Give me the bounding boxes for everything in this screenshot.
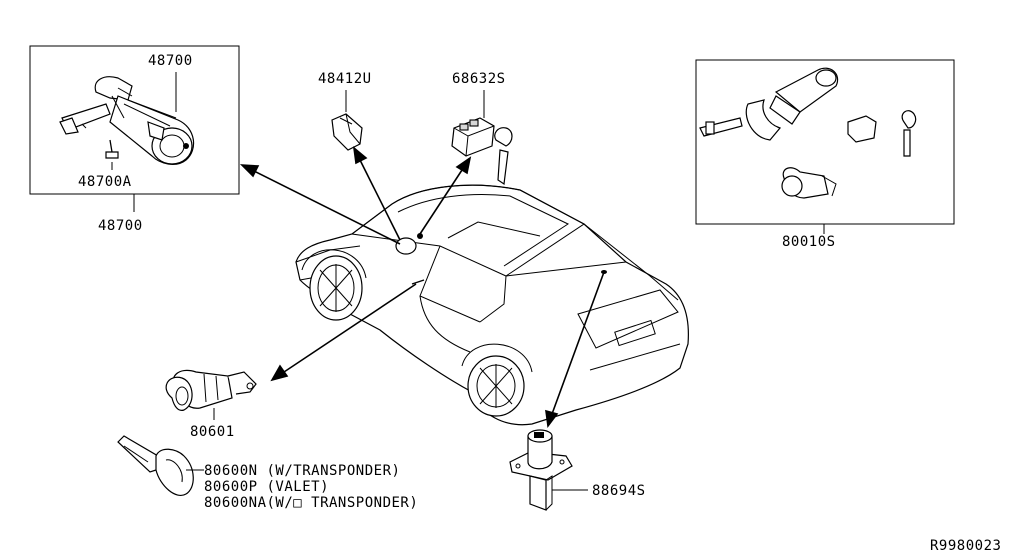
label-48700-bottom: 48700 bbox=[98, 218, 143, 234]
label-80600p: 80600P (VALET) bbox=[204, 479, 329, 495]
leader-arrows bbox=[239, 146, 605, 429]
part-68632s: 68632S bbox=[451, 71, 513, 186]
label-48700a: 48700A bbox=[78, 174, 132, 190]
sedan-car-drawing bbox=[295, 184, 689, 426]
part-88694s: 88694S bbox=[509, 429, 646, 511]
diagram-reference-number: R9980023 bbox=[930, 538, 1001, 554]
part-80601: 80601 bbox=[165, 369, 257, 440]
label-80600na: 80600NA(W/□ TRANSPONDER) bbox=[204, 495, 418, 511]
label-68632s: 68632S bbox=[452, 71, 506, 87]
ignition-lock-drawing bbox=[59, 76, 195, 165]
lock-set-inset: 80010S bbox=[695, 59, 955, 250]
label-48412u: 48412U bbox=[318, 71, 372, 87]
label-80601: 80601 bbox=[190, 424, 235, 440]
label-48700-top: 48700 bbox=[148, 53, 193, 69]
ignition-lock-inset: 48700 48700A bbox=[29, 45, 240, 195]
label-80600n: 80600N (W/TRANSPONDER) bbox=[204, 463, 400, 479]
label-80010s: 80010S bbox=[782, 234, 836, 250]
part-48412u: 48412U bbox=[318, 71, 372, 151]
part-80600-key: 80600N (W/TRANSPONDER) 80600P (VALET) 80… bbox=[117, 435, 418, 511]
label-88694s: 88694S bbox=[592, 483, 646, 499]
